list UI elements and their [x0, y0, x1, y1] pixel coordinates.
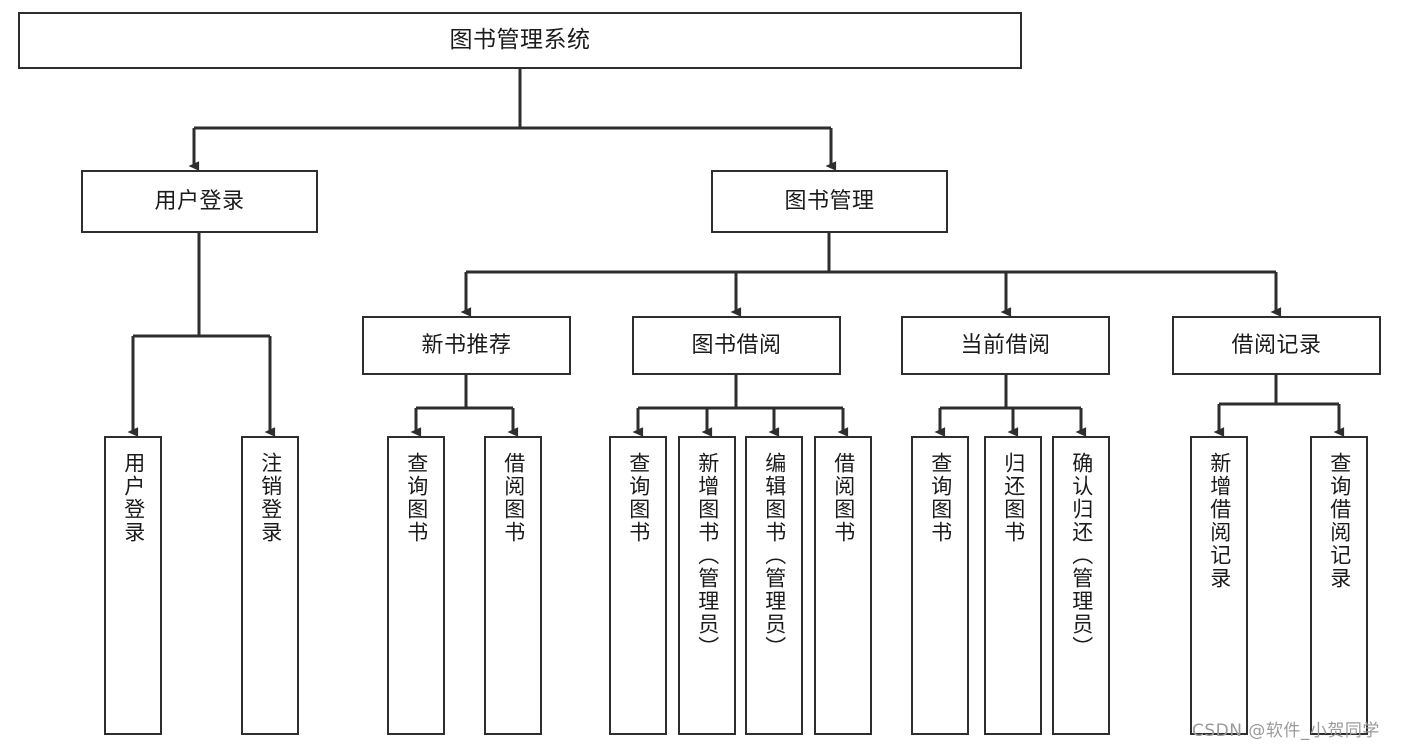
node-label: 图书借阅 — [691, 332, 782, 358]
node-book-management[interactable]: 图书管理 — [711, 170, 948, 233]
leaf-logout[interactable]: 注销登录 — [241, 436, 299, 735]
node-label: 图书管理 — [784, 188, 875, 214]
leaf-add-book-admin[interactable]: 新增图书（管理员） — [678, 436, 736, 735]
leaf-user-login[interactable]: 用户登录 — [104, 436, 162, 735]
node-label: 编辑图书（管理员） — [762, 452, 787, 659]
node-label: 当前借阅 — [960, 332, 1051, 358]
leaf-query-book-borrow[interactable]: 查询图书 — [609, 436, 667, 735]
node-label: 新增图书（管理员） — [695, 452, 720, 659]
node-borrow-record[interactable]: 借阅记录 — [1172, 316, 1381, 375]
node-label: 查询图书 — [626, 452, 651, 544]
leaf-query-book-new-book[interactable]: 查询图书 — [387, 436, 445, 735]
node-label: 查询图书 — [404, 452, 429, 544]
node-book-borrow[interactable]: 图书借阅 — [632, 316, 841, 375]
node-label: 用户登录 — [154, 188, 245, 214]
csdn-watermark: CSDN @软件_小贺同学 — [1192, 721, 1380, 741]
node-label: 新增借阅记录 — [1207, 452, 1232, 590]
leaf-add-borrow-record[interactable]: 新增借阅记录 — [1190, 436, 1248, 735]
node-label: 查询借阅记录 — [1327, 452, 1352, 590]
node-label: 查询图书 — [928, 452, 953, 544]
node-label: 图书管理系统 — [449, 26, 591, 53]
leaf-edit-book-admin[interactable]: 编辑图书（管理员） — [745, 436, 803, 735]
node-label: 归还图书 — [1001, 452, 1026, 544]
leaf-return-book[interactable]: 归还图书 — [984, 436, 1042, 735]
leaf-confirm-return-admin[interactable]: 确认归还（管理员） — [1052, 436, 1110, 735]
node-label: 借阅图书 — [831, 452, 856, 544]
leaf-query-borrow-record[interactable]: 查询借阅记录 — [1310, 436, 1368, 735]
node-current-borrow[interactable]: 当前借阅 — [901, 316, 1110, 375]
leaf-query-book-current[interactable]: 查询图书 — [911, 436, 969, 735]
node-label: 借阅记录 — [1231, 332, 1322, 358]
node-label: 注销登录 — [258, 452, 283, 544]
node-new-book-recommend[interactable]: 新书推荐 — [362, 316, 571, 375]
node-root-system[interactable]: 图书管理系统 — [18, 12, 1022, 69]
node-label: 新书推荐 — [421, 332, 512, 358]
node-label: 借阅图书 — [501, 452, 526, 544]
node-label: 确认归还（管理员） — [1069, 452, 1094, 659]
leaf-borrow-book-new-book[interactable]: 借阅图书 — [484, 436, 542, 735]
leaf-borrow-book[interactable]: 借阅图书 — [814, 436, 872, 735]
node-user-login[interactable]: 用户登录 — [81, 170, 318, 233]
node-label: 用户登录 — [121, 452, 146, 544]
